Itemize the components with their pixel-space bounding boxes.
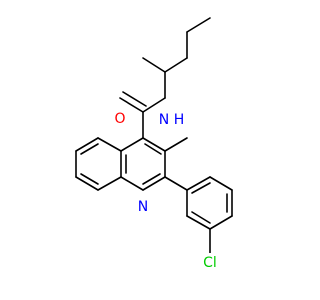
bond-c7-c8 [75,176,99,191]
bond-chain-methyl [142,57,166,73]
bond-aryl-5-6-inner [191,211,211,224]
bond-n1-c8a [120,176,144,191]
bond-c4a-c5 [97,137,122,152]
bond-aryl-5-6 [186,215,211,230]
molecule-structure: O N H N Cl [75,17,233,271]
amide-hydrogen-mask [172,110,186,127]
chlorine-mask [199,253,221,270]
bond-c2-n1 [142,176,166,191]
amide-nitrogen-mask [156,110,172,127]
ring-nitrogen-mask [135,197,151,214]
bond-c4a-c4 [120,137,144,152]
bond-aryl-2-3 [209,176,233,191]
bond-carbonyl-o [119,97,144,113]
bond-c4-c3-inner [144,143,162,155]
amide-hydrogen-label: H [174,112,185,128]
bond-chain-3 [164,57,188,73]
bond-aryl-1-2-inner [191,182,211,194]
bond-c5-c6 [75,137,99,152]
chlorine-atom-label: Cl [203,255,217,271]
bond-aryl-1-2 [186,176,211,191]
amide-nitrogen-label: N [159,112,169,128]
oxygen-atom-label: O [114,111,125,127]
bond-c2-aryl [164,176,188,191]
bond-c3-methyl [164,137,188,152]
oxygen-mask [112,109,129,126]
bond-carbonyl-o-double [122,91,147,107]
bond-c5-c6-inner [80,143,99,155]
bond-aryl-4-5 [209,215,233,230]
ring-nitrogen-label: N [138,199,148,215]
bond-c4-c3 [142,137,166,152]
bond-c2-n1-inner [142,173,161,185]
bond-chain-1 [186,17,211,33]
bond-c7-c8-inner [80,173,99,185]
bond-c8-c8a [97,176,122,191]
bond-n-carbonyl [142,97,166,113]
